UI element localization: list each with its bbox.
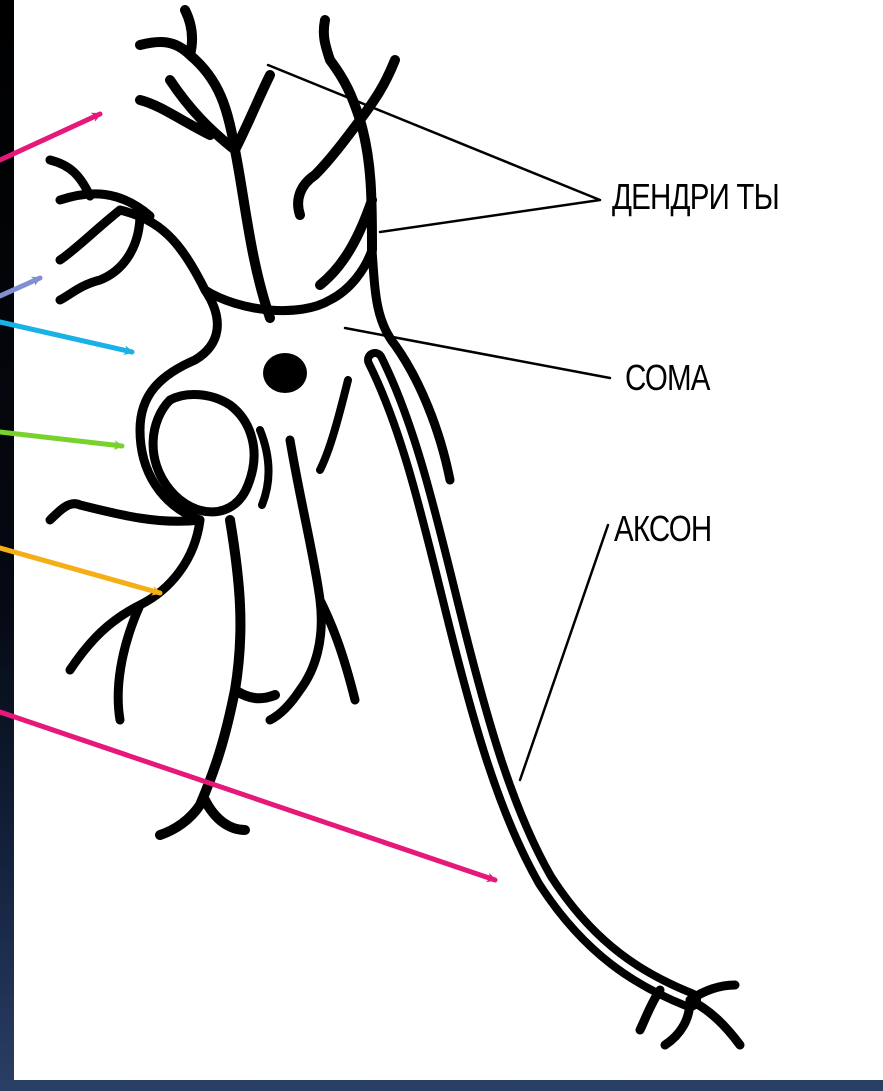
diagram-panel bbox=[14, 0, 883, 1080]
dendrites-label: ДЕНДРИ ТЫ bbox=[612, 176, 779, 218]
soma-label: СОМА bbox=[625, 357, 710, 399]
nucleus bbox=[263, 353, 307, 393]
axon-label: АКСОН bbox=[614, 508, 711, 550]
